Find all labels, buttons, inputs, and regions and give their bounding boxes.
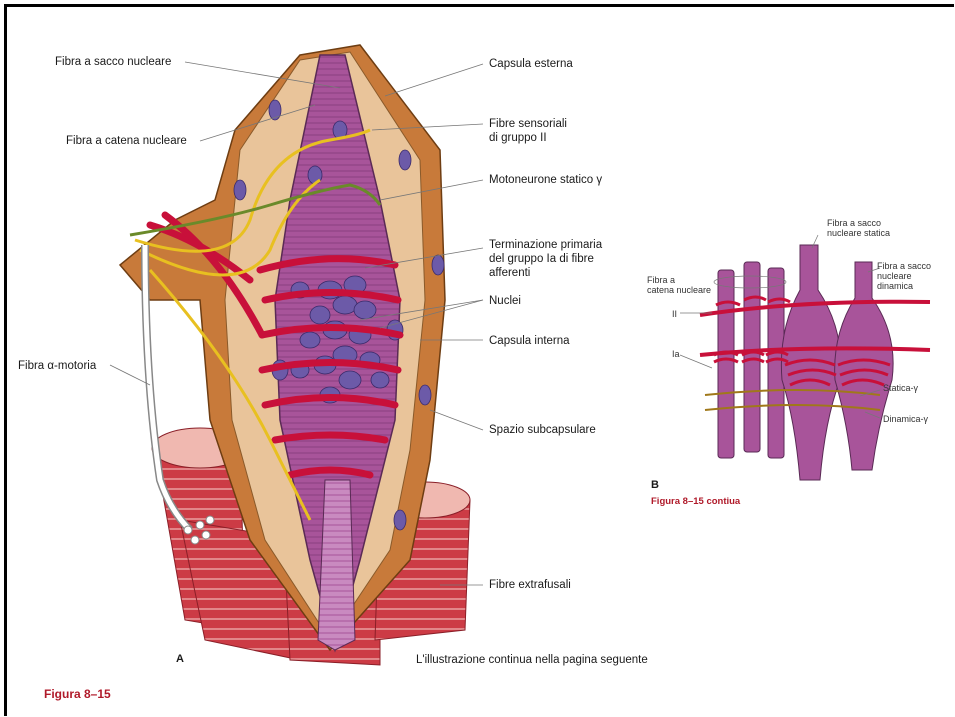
label-capsula-interna: Capsula interna (489, 334, 570, 348)
figure-caption-b: Figura 8–15 contiua (651, 495, 740, 509)
label-sacco-statica: Fibra a sacco nucleare statica (827, 218, 890, 238)
label-spazio: Spazio subcapsulare (489, 423, 596, 437)
label-fibre-extra: Fibre extrafusali (489, 578, 571, 592)
panel-b-letter: B (651, 478, 659, 492)
label-statica: Statica-γ (883, 383, 918, 393)
label-motoneurone: Motoneurone statico γ (489, 173, 602, 187)
continua-note: L'illustrazione continua nella pagina se… (416, 653, 648, 667)
label-fibre-sensoriali: Fibre sensoriali di gruppo II (489, 117, 567, 145)
label-fibra-alpha: Fibra α-motoria (18, 359, 96, 373)
label-ia: Ia (672, 349, 680, 359)
label-fibra-catena: Fibra a catena nucleare (66, 134, 187, 148)
label-fibra-sacco: Fibra a sacco nucleare (55, 55, 171, 69)
label-terminazione: Terminazione primaria del gruppo Ia di f… (489, 238, 602, 280)
panel-a-letter: A (176, 652, 184, 666)
figure-caption-a: Figura 8–15 (44, 687, 111, 701)
label-nuclei: Nuclei (489, 294, 521, 308)
label-dinamica: Dinamica-γ (883, 414, 928, 424)
label-capsula-esterna: Capsula esterna (489, 57, 573, 71)
label-sacco-dinamica: Fibra a sacco nucleare dinamica (877, 261, 931, 291)
label-ii: II (672, 309, 677, 319)
label-catena: Fibra a catena nucleare (647, 275, 711, 295)
